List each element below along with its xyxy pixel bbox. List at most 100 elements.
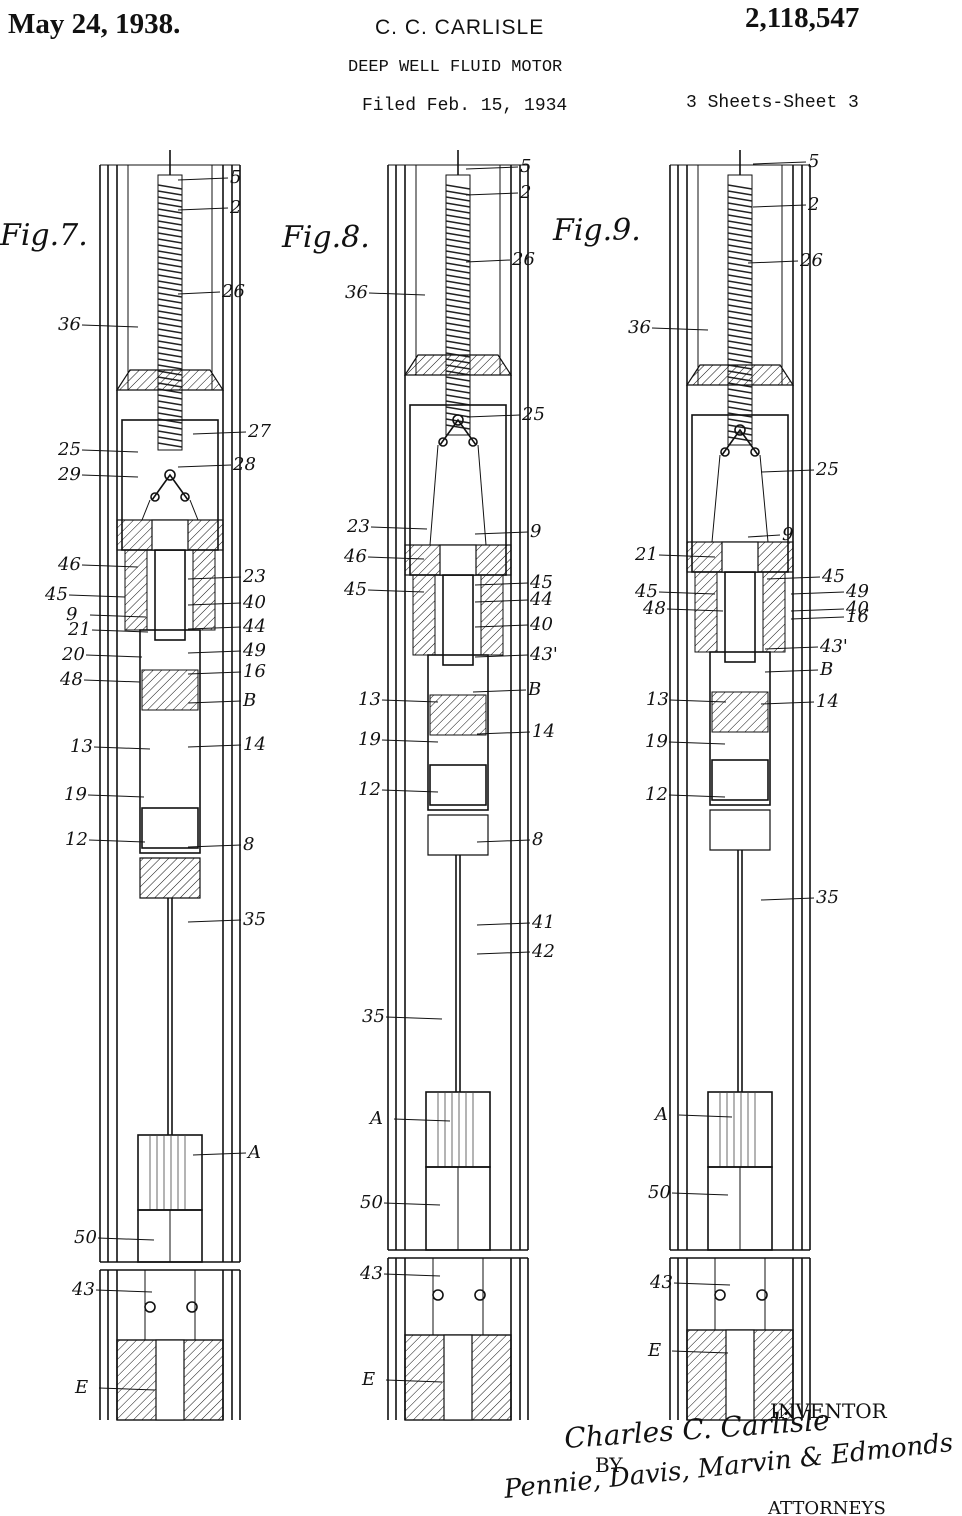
housing-shoulder xyxy=(685,364,795,386)
reference-numeral: 27 xyxy=(247,421,271,442)
reference-numeral: 26 xyxy=(799,250,823,271)
reference-numeral: 40 xyxy=(845,598,869,619)
leader-line xyxy=(177,207,229,211)
cable-winding xyxy=(157,232,183,238)
reference-numeral: 8 xyxy=(243,834,254,855)
leader-line xyxy=(381,789,439,793)
cable-winding xyxy=(445,328,471,334)
leader-line xyxy=(367,556,425,560)
leader-line xyxy=(87,794,145,798)
leader-line xyxy=(671,1350,729,1354)
cable-winding xyxy=(727,202,753,208)
piston-a xyxy=(137,1134,203,1211)
reference-numeral: 49 xyxy=(845,581,869,602)
reference-numeral: 42 xyxy=(531,941,555,962)
toggle-pivot xyxy=(734,424,746,436)
cable-winding xyxy=(445,250,471,256)
valve-14 xyxy=(711,691,769,733)
reference-numeral: 43 xyxy=(359,1263,383,1284)
cable-winding xyxy=(727,256,753,262)
leader-line xyxy=(187,576,242,580)
leader-line xyxy=(678,1114,733,1118)
reference-numeral: 5 xyxy=(230,167,241,188)
piston-a xyxy=(707,1091,773,1168)
reference-numeral: 45 xyxy=(634,581,658,602)
cable-winding xyxy=(445,298,471,304)
cable-winding xyxy=(157,436,183,442)
cable-winding xyxy=(445,208,471,214)
sheet-count: 3 Sheets-Sheet 3 xyxy=(686,93,859,113)
reference-numeral: 9 xyxy=(530,521,541,542)
patent-number: 2,118,547 xyxy=(745,2,860,34)
reference-numeral: 21 xyxy=(634,544,658,565)
cable-winding xyxy=(445,406,471,412)
reference-numeral: 48 xyxy=(59,669,83,690)
cable-winding xyxy=(157,280,183,286)
cable-winding xyxy=(157,406,183,412)
reference-numeral: 45 xyxy=(343,579,367,600)
reference-numeral: E xyxy=(361,1369,375,1390)
reference-numeral: 19 xyxy=(64,784,87,805)
leader-line xyxy=(68,594,126,598)
cable-winding xyxy=(727,358,753,364)
leader-line xyxy=(88,839,146,843)
leader-line xyxy=(472,689,527,693)
reference-numeral: 29 xyxy=(57,464,81,485)
cable-winding xyxy=(727,304,753,310)
leader-line xyxy=(85,654,143,658)
plug-bore xyxy=(155,1339,185,1421)
cable-winding xyxy=(727,214,753,220)
figure-label: Fig.7. xyxy=(0,218,88,253)
reference-numeral: 19 xyxy=(358,729,381,750)
leader-line xyxy=(385,1016,443,1020)
valve-bore xyxy=(721,541,759,573)
cable-winding xyxy=(445,280,471,286)
cable-winding xyxy=(445,424,471,430)
reference-numeral: 44 xyxy=(242,616,266,637)
inventor-label: INVENTOR xyxy=(770,1399,888,1423)
leader-line xyxy=(465,166,519,170)
cable-winding xyxy=(445,202,471,208)
cable-winding xyxy=(727,388,753,394)
leader-line xyxy=(192,431,247,435)
cable-winding xyxy=(157,400,183,406)
leader-line xyxy=(192,1152,247,1156)
cable-winding xyxy=(727,238,753,244)
reference-numeral: 45 xyxy=(529,572,553,593)
leader-line xyxy=(83,679,141,683)
reference-numeral: A xyxy=(246,1142,261,1163)
toggle-pivot xyxy=(452,414,464,426)
cable-winding xyxy=(157,322,183,328)
reference-numeral: 23 xyxy=(242,566,266,587)
cable-winding xyxy=(157,430,183,436)
cable-winding xyxy=(445,382,471,388)
cable-winding xyxy=(157,226,183,232)
leader-line xyxy=(187,744,242,748)
piston-12 xyxy=(711,759,769,801)
port-43 xyxy=(144,1301,156,1313)
reference-numeral: 46 xyxy=(57,554,81,575)
cable-winding xyxy=(445,292,471,298)
reference-numeral: 14 xyxy=(243,734,266,755)
leader-line xyxy=(668,741,726,745)
cable-winding xyxy=(445,304,471,310)
guide-8 xyxy=(709,809,771,851)
leader-line xyxy=(81,324,139,328)
leader-line xyxy=(187,626,242,630)
valve-14 xyxy=(141,669,199,711)
leader-line xyxy=(466,414,521,418)
plug-bore xyxy=(443,1334,473,1421)
reference-numeral: 41 xyxy=(531,912,555,933)
leader-line xyxy=(666,608,724,612)
leader-line xyxy=(177,177,229,181)
cable-winding xyxy=(157,328,183,334)
toggle-links xyxy=(721,428,759,456)
reference-numeral: 35 xyxy=(362,1006,385,1027)
filing-date: Filed Feb. 15, 1934 xyxy=(362,96,568,116)
cable-winding xyxy=(445,388,471,394)
leader-line xyxy=(658,591,716,595)
reference-numeral: 25 xyxy=(521,404,545,425)
cylinder-b xyxy=(709,651,771,806)
cable-winding xyxy=(445,274,471,280)
